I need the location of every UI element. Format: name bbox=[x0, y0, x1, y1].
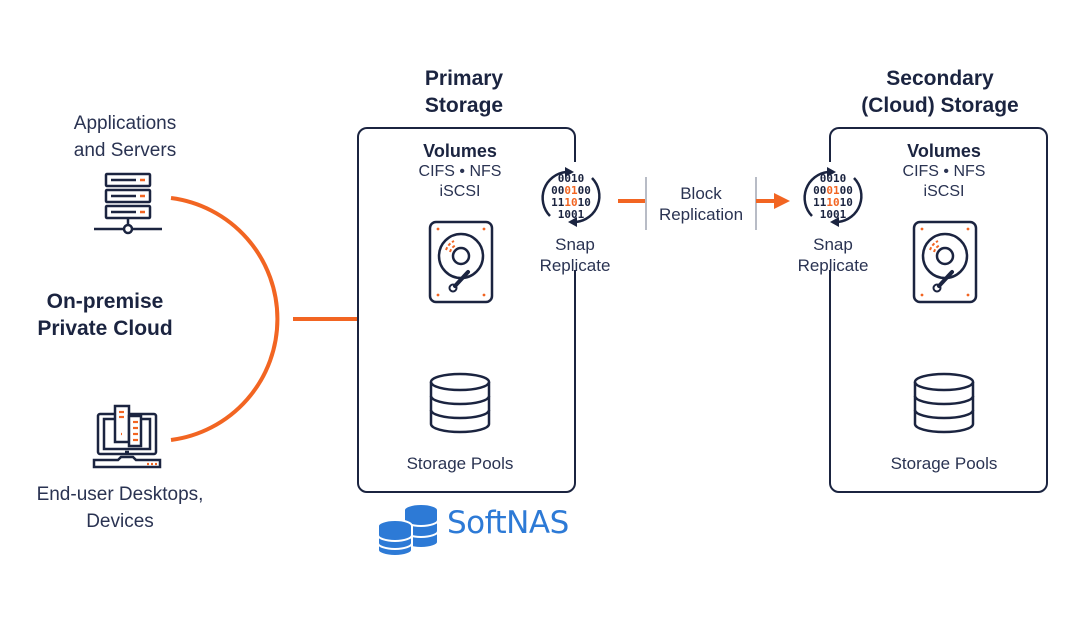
server-rack-icon bbox=[94, 172, 162, 235]
svg-text:000100: 000100 bbox=[551, 184, 591, 197]
svg-text:111010: 111010 bbox=[813, 196, 853, 209]
primary-snap-label: Snap Replicate bbox=[530, 234, 620, 276]
private-cloud-line1: On-premise bbox=[46, 290, 164, 313]
svg-text:1001: 1001 bbox=[558, 208, 585, 221]
secondary-volumes-title: Volumes bbox=[907, 141, 981, 161]
primary-title-line2: Storage bbox=[424, 94, 504, 117]
svg-text:1001: 1001 bbox=[820, 208, 847, 221]
servers-label: Applications and Servers bbox=[40, 110, 210, 164]
secondary-volumes-protocols: CIFS • NFS bbox=[902, 163, 986, 180]
private-cloud-label: On-premise Private Cloud bbox=[20, 288, 190, 342]
secondary-snap-line2: Replicate bbox=[797, 256, 869, 275]
svg-text:111010: 111010 bbox=[551, 196, 591, 209]
private-cloud-line2: Private Cloud bbox=[37, 317, 173, 340]
primary-database-icon bbox=[429, 372, 491, 434]
primary-pools-label: Storage Pools bbox=[406, 454, 514, 473]
svg-text:000100: 000100 bbox=[813, 184, 853, 197]
primary-volumes: Volumes CIFS • NFS iSCSI bbox=[380, 140, 540, 202]
desktop-devices-icon bbox=[92, 404, 162, 469]
secondary-storage-title: Secondary (Cloud) Storage bbox=[840, 65, 1040, 119]
primary-hard-disk-icon bbox=[428, 220, 494, 304]
servers-label-line2: and Servers bbox=[73, 140, 177, 161]
softnas-logo-text: SoftNAS bbox=[447, 505, 569, 541]
primary-title-line1: Primary bbox=[424, 67, 504, 90]
primary-volumes-protocols: CIFS • NFS bbox=[418, 163, 502, 180]
primary-binary-sync-icon: 0010 000100 111010 1001 bbox=[541, 167, 601, 227]
primary-snap-line1: Snap bbox=[555, 235, 595, 254]
desktops-label: End-user Desktops, Devices bbox=[20, 481, 220, 535]
block-replication-line1: Block bbox=[680, 184, 722, 203]
desktops-label-line2: Devices bbox=[86, 511, 154, 532]
primary-storage-title: Primary Storage bbox=[384, 65, 544, 119]
primary-volumes-title: Volumes bbox=[423, 141, 497, 161]
secondary-box-gap bbox=[823, 162, 835, 270]
primary-snap-line2: Replicate bbox=[539, 256, 611, 275]
secondary-volumes-iscsi: iSCSI bbox=[923, 183, 965, 200]
stacked-databases-icon bbox=[377, 503, 439, 557]
secondary-snap-line1: Snap bbox=[813, 235, 853, 254]
secondary-binary-sync-icon: 0010 000100 111010 1001 bbox=[803, 167, 863, 227]
svg-text:0010: 0010 bbox=[558, 172, 585, 185]
secondary-database-icon bbox=[913, 372, 975, 434]
secondary-title-line1: Secondary bbox=[886, 67, 994, 90]
secondary-volumes: Volumes CIFS • NFS iSCSI bbox=[864, 140, 1024, 202]
secondary-snap-label: Snap Replicate bbox=[788, 234, 878, 276]
primary-storage-box bbox=[357, 127, 576, 493]
svg-text:0010: 0010 bbox=[820, 172, 847, 185]
primary-box-gap bbox=[570, 162, 582, 270]
desktops-label-line1: End-user Desktops, bbox=[36, 484, 204, 505]
secondary-pools-label: Storage Pools bbox=[890, 454, 998, 473]
servers-label-line1: Applications bbox=[73, 113, 177, 134]
block-replication-label: Block Replication bbox=[650, 183, 752, 225]
secondary-hard-disk-icon bbox=[912, 220, 978, 304]
secondary-title-line2: (Cloud) Storage bbox=[861, 94, 1019, 117]
block-replication-line2: Replication bbox=[658, 205, 744, 224]
replication-arrowhead bbox=[774, 193, 790, 209]
primary-volumes-iscsi: iSCSI bbox=[439, 183, 481, 200]
network-arc bbox=[170, 196, 280, 442]
